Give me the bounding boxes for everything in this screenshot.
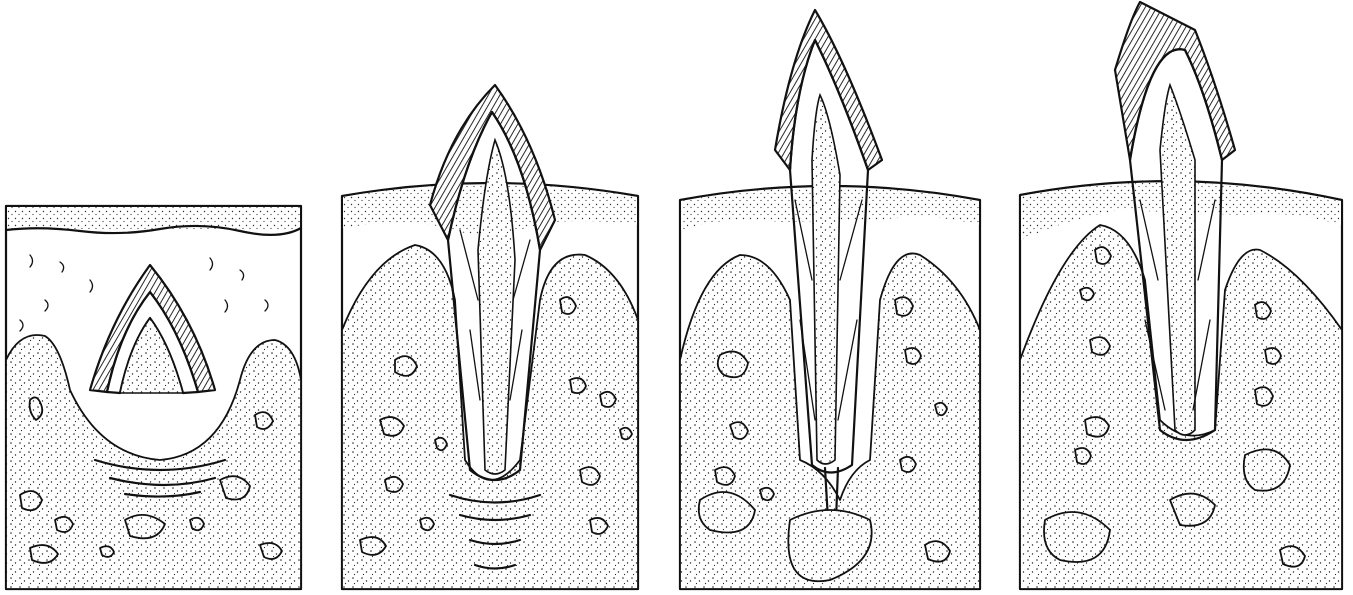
panel-4-tooth-in-occlusion — [1020, 2, 1342, 589]
panel-1-crown-in-crypt — [6, 206, 301, 589]
panel-1-oral-epithelium — [7, 207, 300, 229]
panel-4-dental-pulp — [1160, 85, 1195, 435]
panel-3-emerged-tooth — [680, 10, 980, 589]
panel-2-early-eruption — [342, 85, 638, 589]
panel-3-dental-pulp — [812, 95, 840, 464]
